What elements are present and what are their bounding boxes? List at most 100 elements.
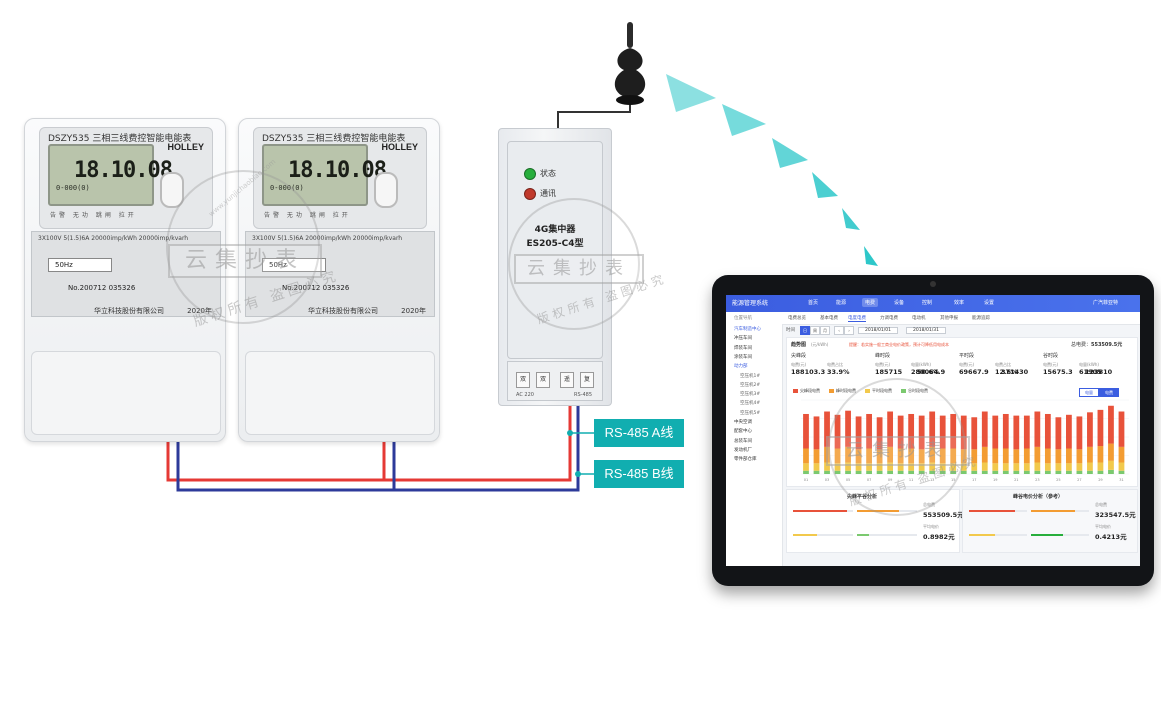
nav-fee[interactable]: 电费 <box>862 298 879 307</box>
avg-label: 平均电价 <box>923 524 939 529</box>
bar-segment <box>960 470 967 474</box>
meter-title: DSZY535 三相三线费控智能电能表 <box>262 134 406 144</box>
watermark-seal <box>166 170 320 324</box>
bar-segment <box>1044 470 1051 474</box>
subtab[interactable]: 电费总览 <box>788 316 806 321</box>
bar-segment <box>1108 469 1114 474</box>
subtab[interactable]: 电动机 <box>912 316 926 321</box>
sidebar-item[interactable]: 配套中心 <box>734 429 752 435</box>
bar-segment <box>1002 413 1009 449</box>
subtab[interactable]: 能源追踪 <box>972 316 990 321</box>
period-ratio-label: 电量(kWh) <box>1079 362 1099 367</box>
nav-device[interactable]: 设备 <box>894 300 905 306</box>
sidebar-item[interactable]: 空压机2# <box>740 382 761 388</box>
trend-unit: (元/kWh) <box>811 342 829 347</box>
bar-segment <box>1023 415 1030 449</box>
sidebar-item[interactable]: 空压机3# <box>740 392 761 398</box>
total-label: 总电费 <box>1095 502 1107 507</box>
subtab[interactable]: 基本电费 <box>820 316 838 321</box>
bar-segment <box>971 449 978 464</box>
period-ratio: 61905 <box>1079 368 1102 376</box>
bar-segment <box>1118 446 1125 463</box>
bar-segment <box>1055 417 1062 450</box>
bar-segment <box>1034 411 1041 447</box>
period-fee: 185715 <box>875 368 903 376</box>
wireless-signal-arrows <box>666 74 878 266</box>
bar-segment <box>813 470 820 474</box>
sidebar-item[interactable]: 空压机4# <box>740 401 761 407</box>
bar-segment <box>960 463 967 471</box>
concentrator-key: 复 <box>580 372 594 388</box>
progress-bar <box>1031 510 1089 512</box>
filter-month-button[interactable]: 月 <box>820 326 830 335</box>
nav-efficiency[interactable]: 效率 <box>954 300 965 306</box>
sidebar-item[interactable]: 涂装车间 <box>734 354 752 360</box>
sidebar-item[interactable]: 中央空调 <box>734 420 752 425</box>
bar-segment <box>1013 470 1020 474</box>
legend-label: 峰时段电费 <box>836 388 856 393</box>
nav-energy[interactable]: 能源 <box>836 300 847 306</box>
sidebar-item[interactable]: 总装车间 <box>734 438 752 444</box>
notice-text: 提醒：若实施一般工商业电价政策，预计可降低用电成本 <box>849 342 949 347</box>
meter-lcd: 18.10.08 0-000(0) <box>48 144 173 206</box>
meter-spec: 3X100V 5(1.5)6A 20000imp/kWh 20000imp/kv… <box>38 235 189 242</box>
prev-icon[interactable]: ‹ <box>834 326 844 335</box>
bar-segment <box>1087 470 1093 474</box>
meter-lcd-sub: 0-000(0) <box>56 184 90 192</box>
bar-segment <box>1076 449 1083 464</box>
bar-segment <box>1055 449 1062 464</box>
bar-segment <box>1034 462 1041 471</box>
nav-control[interactable]: 控制 <box>922 300 933 306</box>
sidebar-item[interactable]: 空压机5# <box>740 410 761 416</box>
bar-segment <box>1118 411 1125 447</box>
rs485-b-wire-blue <box>176 404 580 492</box>
subtab[interactable]: 电度电费 <box>848 316 866 322</box>
legend-swatch <box>829 389 834 393</box>
subtab[interactable]: 力调电费 <box>880 316 898 321</box>
tariff-analysis-title: 峰谷电价分析（参考） <box>1013 494 1064 500</box>
watermark-text: 云集抄表 <box>168 244 322 278</box>
x-tick-label: 21 <box>1014 478 1018 482</box>
port-label-rs485: RS-485 <box>574 392 592 398</box>
bar-segment <box>824 446 830 463</box>
antenna-cable <box>557 100 631 128</box>
toggle-energy-button[interactable]: 电量 <box>1079 388 1099 397</box>
period-title: 谷时段 <box>1043 353 1059 359</box>
bar-segment <box>1087 412 1093 447</box>
bar-segment <box>1023 463 1030 471</box>
sidebar-item[interactable]: 发动机厂 <box>734 447 752 453</box>
sidebar-item[interactable]: 汽车制造中心 <box>734 327 761 332</box>
subtab[interactable]: 其他申报 <box>940 316 958 321</box>
meter-spec: 3X100V 5(1.5)6A 20000imp/kWh 20000imp/kv… <box>252 235 403 242</box>
period-extra-value: 50.6% <box>917 368 940 376</box>
bar-segment <box>1097 470 1104 474</box>
filter-week-button[interactable]: 周 <box>810 326 820 335</box>
sidebar-item[interactable]: 冲压车间 <box>734 336 752 342</box>
sidebar-item[interactable]: 焊装车间 <box>734 345 752 351</box>
bar-segment <box>971 463 978 471</box>
avg-value: 0.4213元 <box>1095 533 1127 541</box>
sidebar-item[interactable]: 空压机1# <box>740 373 761 379</box>
next-icon[interactable]: › <box>844 326 854 335</box>
watermark-seal <box>508 198 640 330</box>
meter-terminal-cover <box>245 351 435 435</box>
toggle-fee-button[interactable]: 电费 <box>1099 388 1119 397</box>
period-fee: 15675.3 <box>1043 368 1073 376</box>
filter-day-button[interactable]: 日 <box>800 326 810 335</box>
bar-segment <box>1076 470 1083 474</box>
date-to-input[interactable]: 2018/01/31 <box>906 327 946 334</box>
sidebar-item[interactable]: 零件部仓库 <box>734 457 757 463</box>
nav-settings[interactable]: 设置 <box>984 300 995 306</box>
watermark-seal <box>828 378 966 516</box>
user-name[interactable]: 广汽菲亚特 <box>1092 300 1118 306</box>
sidebar-item[interactable]: 动力部 <box>734 364 748 370</box>
bar-segment <box>1066 470 1072 474</box>
bar-segment <box>803 463 809 471</box>
date-from-input[interactable]: 2018/01/01 <box>858 327 898 334</box>
avg-value: 0.8982元 <box>923 533 955 541</box>
meter-frequency: 50Hz <box>48 258 112 272</box>
rs485-a-wire-red <box>166 404 572 482</box>
nav-home[interactable]: 首页 <box>808 300 819 306</box>
progress-bar <box>857 534 917 536</box>
